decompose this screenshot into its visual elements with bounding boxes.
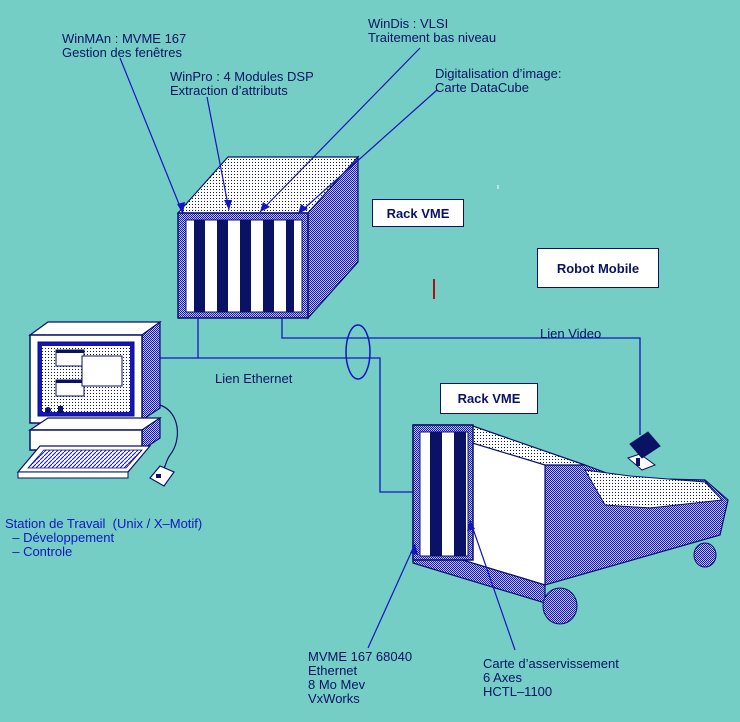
arrowhead-digit: [298, 204, 308, 214]
power-icon: [45, 407, 51, 413]
workstation: [16, 320, 178, 487]
monitor-top: [28, 321, 162, 336]
pointer-mvme: [367, 543, 416, 649]
pointer-winman: [119, 57, 184, 215]
monitor-side: [141, 320, 161, 422]
screen-window-3: [81, 355, 123, 387]
pointer-arrowheads-bottom: [410, 520, 475, 555]
robot-wheel-rear: [693, 542, 717, 568]
robot-wheel-front: [542, 587, 578, 625]
arrowhead-winman: [177, 202, 185, 214]
mobile-robot: [412, 424, 729, 625]
arrowhead-carte: [467, 520, 475, 531]
connection-lines: [160, 318, 641, 493]
keyboard-front: [17, 471, 129, 479]
pointer-digit: [297, 89, 438, 215]
rack-slot-5: [286, 220, 294, 312]
label-winman: WinMAn : MVME 167 Gestion des fenêtres: [62, 31, 187, 60]
floppy-icon: [58, 406, 63, 413]
label-mvme: MVME 167 68040 Ethernet 8 Mo Mev VxWorks: [308, 649, 413, 706]
rack-slot-1: [194, 220, 205, 312]
rack-vme-top-box: Rack VME: [372, 199, 464, 227]
label-carte: Carte d’asservissement 6 Axes HCTL–1100: [483, 656, 619, 699]
label-lien-video: Lien Video: [540, 326, 602, 341]
pointer-winpro: [206, 96, 230, 211]
rack-slot-4: [263, 220, 274, 312]
screen-window-1-title: [56, 350, 84, 353]
screen-window-2-title: [56, 380, 84, 383]
robot-body-top: [584, 469, 724, 509]
pointer-windis: [259, 47, 421, 213]
pointer-arrowheads: [177, 200, 308, 214]
rack-vme-robot-box: Rack VME: [440, 383, 538, 414]
lien-ethernet-line: [160, 357, 430, 493]
cable-bundle-ellipse: [345, 324, 371, 380]
camera-post: [636, 458, 640, 466]
rack-slot-3: [240, 220, 251, 312]
cpu-top: [28, 417, 162, 431]
robot-rack-slot-1: [430, 432, 442, 556]
arrowhead-windis: [260, 202, 270, 212]
label-digitalisation: Digitalisation d’image: Carte DataCube: [435, 66, 562, 95]
label-station: Station de Travail (Unix / X–Motif) – Dé…: [5, 516, 203, 559]
label-pointers-bottom: [367, 519, 516, 651]
pointer-carte: [469, 519, 516, 651]
mouse: [149, 465, 175, 487]
rack-slot-2: [217, 220, 228, 312]
keyboard-keys: [27, 449, 143, 469]
mouse-cord: [159, 404, 178, 471]
rack-vme-cube: [176, 155, 360, 320]
robot-rack-slot-2: [454, 432, 466, 556]
label-winpro: WinPro : 4 Modules DSP Extraction d’attr…: [170, 69, 314, 98]
label-lien-ethernet: Lien Ethernet: [215, 371, 293, 386]
camera-icon: [629, 431, 661, 459]
label-windis: WinDis : VLSI Traitement bas niveau: [368, 16, 497, 45]
lien-video-line: [281, 318, 641, 435]
label-pointers-top: [119, 47, 438, 215]
mouse-button: [156, 474, 161, 478]
arrowhead-winpro: [224, 200, 232, 210]
robot-mobile-box: Robot Mobile: [537, 248, 659, 288]
arrowhead-mvme: [410, 544, 418, 555]
